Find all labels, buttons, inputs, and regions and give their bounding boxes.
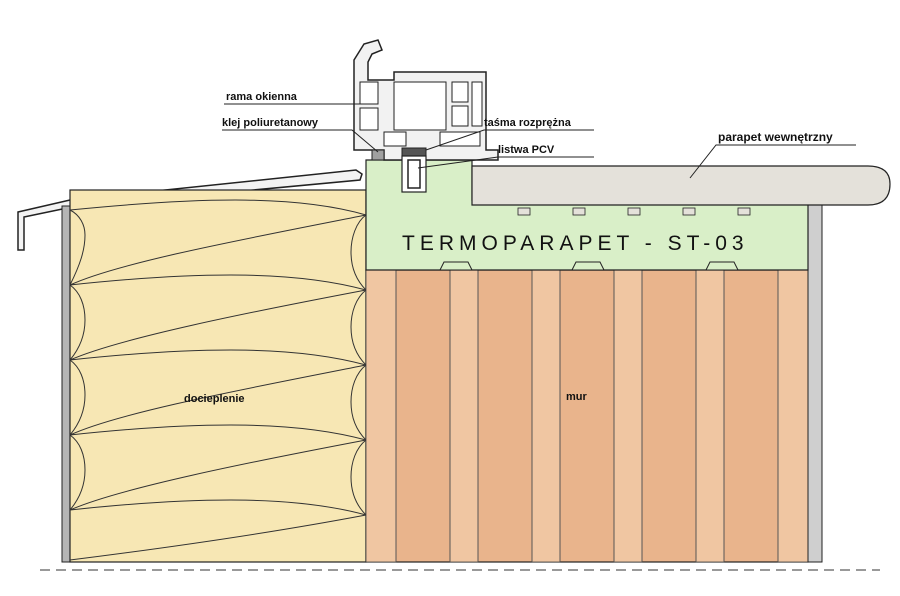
label-product: TERMOPARAPET - ST-03	[402, 232, 749, 255]
outer-sill-flashing	[17, 169, 363, 251]
leader-pvc-strip	[417, 156, 594, 169]
leader-pu-adhesive	[222, 129, 379, 153]
insulation-hatch	[69, 199, 367, 561]
leader-expanding-tape	[425, 129, 594, 151]
insulation-block	[69, 189, 367, 563]
label-pu-adhesive: klej poliuretanowy	[222, 117, 319, 129]
pvc-strip-core	[407, 159, 421, 189]
label-expanding-tape: taśma rozprężna	[484, 117, 572, 129]
label-inner-sill: parapet wewnętrzny	[718, 130, 833, 144]
label-insulation: docieplenie	[184, 393, 245, 405]
leader-inner-sill	[689, 144, 856, 179]
label-window-frame: rama okienna	[226, 91, 298, 103]
leader-lines	[222, 103, 856, 179]
expanding-tape	[401, 147, 427, 157]
pu-adhesive-bead	[371, 149, 385, 161]
masonry-wall	[365, 269, 809, 563]
window-frame-profile	[353, 39, 499, 161]
outer-render-strip	[61, 205, 71, 563]
label-wall: mur	[566, 391, 588, 403]
label-pvc-strip: listwa PCV	[498, 144, 555, 156]
inner-sill-board	[471, 165, 891, 206]
inner-plaster-strip	[807, 204, 823, 563]
